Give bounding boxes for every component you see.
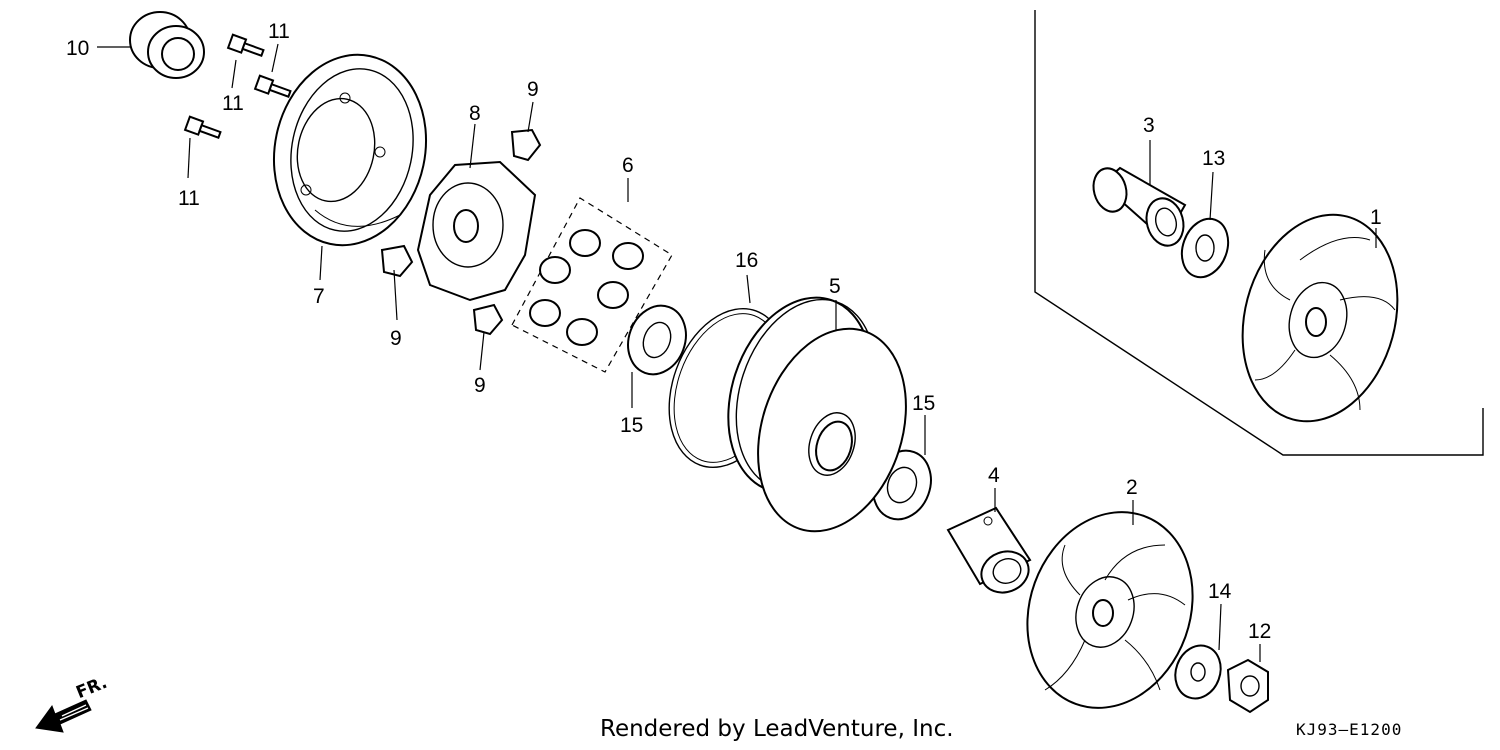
part-11-bolts[interactable]: [183, 33, 292, 142]
diagram-code: KJ93–E1200: [1296, 720, 1403, 739]
front-direction-arrow-icon: [35, 699, 92, 733]
callout-14: 14: [1208, 580, 1232, 603]
part-9-slider-a[interactable]: [510, 128, 542, 162]
part-15-washer-a[interactable]: [619, 298, 696, 383]
callout-4: 4: [988, 464, 1000, 487]
callout-11-b: 11: [222, 92, 244, 115]
callout-9-b: 9: [390, 327, 402, 350]
callout-5: 5: [829, 275, 841, 298]
part-9-slider-c[interactable]: [472, 303, 504, 336]
part-12-nut[interactable]: [1226, 658, 1269, 714]
part-3-inset-collar[interactable]: [1089, 165, 1189, 250]
callout-9-c: 9: [474, 374, 486, 397]
part-14-washer[interactable]: [1168, 639, 1228, 705]
part-8-ramp-plate[interactable]: [416, 160, 537, 302]
callout-15-b: 15: [912, 392, 935, 415]
part-5-drive-face[interactable]: [704, 279, 930, 551]
part-13-inset-washer[interactable]: [1174, 212, 1236, 283]
part-9-slider-b[interactable]: [380, 244, 414, 278]
part-4-collar[interactable]: [946, 506, 1034, 599]
callout-13: 13: [1202, 147, 1225, 170]
inset-frame: [1034, 10, 1484, 456]
part-6-weight-rollers[interactable]: [511, 197, 673, 373]
callout-10: 10: [66, 37, 89, 60]
part-10-bushing[interactable]: [129, 11, 205, 79]
callout-7: 7: [313, 285, 325, 308]
callout-11-c: 11: [178, 187, 200, 210]
callout-11-a: 11: [268, 20, 290, 43]
callout-9-a: 9: [527, 78, 539, 101]
callout-3: 3: [1143, 114, 1155, 137]
callout-15-a: 15: [620, 414, 643, 437]
part-7-cover[interactable]: [257, 41, 444, 260]
part-1-inset-fan[interactable]: [1220, 197, 1419, 439]
callout-16: 16: [735, 249, 758, 272]
callout-12: 12: [1248, 620, 1271, 643]
leader-lines: [97, 43, 1377, 662]
part-2-fixed-face[interactable]: [1001, 489, 1220, 732]
callout-8: 8: [469, 102, 481, 125]
callout-2: 2: [1126, 476, 1138, 499]
footer-credit: Rendered by LeadVenture, Inc.: [600, 716, 954, 742]
callout-numbers: 10 11 11 11 7 8 9 9 9 6 16 5 15 15 4 2 1…: [66, 20, 1382, 643]
callout-6: 6: [622, 154, 634, 177]
callout-1: 1: [1370, 206, 1382, 229]
